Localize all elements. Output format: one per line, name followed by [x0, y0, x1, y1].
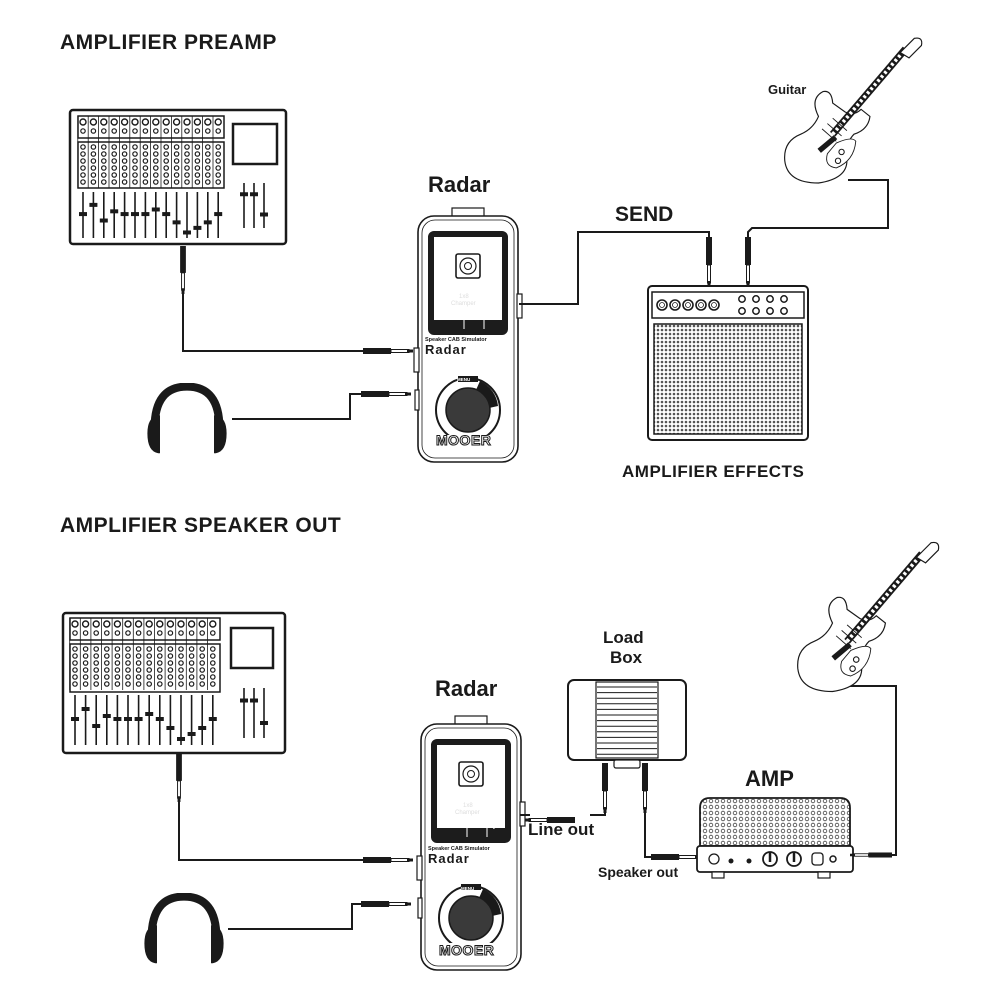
pedal-cab-line2: Champer [455, 810, 480, 816]
pedal-preset: U01 [459, 753, 478, 764]
pedal-button-power[interactable]: POWER [439, 824, 458, 830]
pedal-preset: U01 [455, 245, 474, 256]
loadbox-label-line1: Load [603, 628, 644, 647]
load-box [567, 679, 687, 769]
pedal-name: Radar [425, 342, 467, 357]
guitar-label: Guitar [768, 82, 807, 97]
send-label: SEND [615, 203, 674, 226]
pedal-subtitle: Speaker CAB Simulator [425, 337, 487, 343]
loadbox-label-line2: Box [610, 648, 643, 667]
pedal-button-power[interactable]: POWER [436, 315, 455, 321]
mixer-console-top [68, 108, 288, 246]
pedal-cab-line2: Champer [451, 301, 476, 307]
pedal-button-cab[interactable]: CAB [466, 315, 477, 321]
radar-pedal-top [413, 207, 523, 463]
pedal-name: Radar [428, 851, 470, 866]
speaker-out-label: Speaker out [598, 864, 679, 880]
pedal-brand: MOOER [438, 942, 495, 959]
headphones-icon-bottom [144, 897, 223, 964]
pedal-button-cab[interactable]: CAB [469, 824, 480, 830]
radar-pedal-bottom [416, 715, 526, 971]
pedal-label-top: Radar [428, 172, 491, 197]
pedal-button-eq[interactable]: EQ [485, 315, 493, 321]
line-out-label: Line out [528, 820, 595, 839]
section-title-preamp: AMPLIFIER PREAMP [60, 31, 277, 54]
guitar-icon-bottom [798, 542, 939, 691]
pedal-button-eq[interactable]: EQ [488, 824, 496, 830]
pedal-knob-label: MENU [457, 377, 471, 382]
pedal-knob-label: MENU [461, 886, 475, 891]
pedal-brand: MOOER [435, 432, 492, 449]
pedal-label-bottom: Radar [435, 676, 498, 701]
guitar-icon-top [785, 38, 922, 183]
amp-head [696, 797, 854, 879]
pedal-cab-line1: 1x8 [459, 294, 469, 300]
pedal-subtitle: Speaker CAB Simulator [428, 846, 490, 852]
pedal-cab-line1: 1x8 [463, 803, 473, 809]
mixer-console-bottom [61, 611, 287, 755]
amp-label: AMP [745, 766, 794, 791]
combo-amplifier [647, 285, 809, 441]
headphones-icon-top [147, 387, 226, 454]
section-title-speaker-out: AMPLIFIER SPEAKER OUT [60, 514, 342, 537]
amplifier-effects-caption: AMPLIFIER EFFECTS [622, 462, 805, 481]
